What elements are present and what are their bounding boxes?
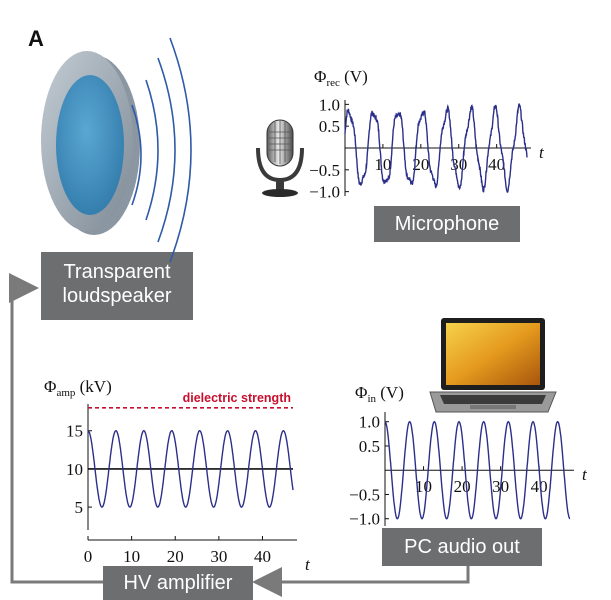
hv-amplifier-box: HV amplifier bbox=[103, 566, 253, 600]
x-axis-label: t bbox=[539, 143, 545, 162]
loudspeaker-box: Transparent loudspeaker bbox=[41, 252, 193, 320]
x-tick-label: 30 bbox=[210, 547, 227, 566]
y-tick-label: −0.5 bbox=[349, 485, 380, 504]
waveform-series bbox=[384, 420, 571, 520]
chart-amplified: Φamp (kV) t 15 10 5 0 10 20 30 40 dielectric stren… bbox=[44, 377, 311, 574]
x-tick-label: 20 bbox=[454, 477, 471, 496]
x-tick-label: 40 bbox=[254, 547, 271, 566]
hv-amplifier-label: HV amplifier bbox=[123, 572, 233, 594]
y-tick-label: 1.0 bbox=[359, 413, 380, 432]
pc-audio-out-box: PC audio out bbox=[382, 528, 542, 566]
loudspeaker-label-line2: loudspeaker bbox=[62, 285, 172, 307]
speaker-membrane-icon bbox=[41, 51, 140, 235]
sound-waves-icon bbox=[131, 37, 192, 263]
laptop-icon bbox=[429, 318, 557, 413]
microphone-icon bbox=[256, 119, 304, 197]
x-tick-label: 40 bbox=[488, 155, 505, 174]
y-tick-label: 15 bbox=[66, 422, 83, 441]
y-tick-label: 1.0 bbox=[319, 95, 340, 114]
x-tick-label: 40 bbox=[531, 477, 548, 496]
y-axis-label: Φin (V) bbox=[355, 383, 404, 405]
y-tick-label: 10 bbox=[66, 460, 83, 479]
panel-label: A bbox=[28, 26, 44, 51]
y-tick-label: −0.5 bbox=[309, 161, 340, 180]
x-tick-label: 10 bbox=[374, 155, 391, 174]
pc-audio-out-label: PC audio out bbox=[404, 536, 520, 558]
x-tick-label: 0 bbox=[84, 547, 93, 566]
waveform-series bbox=[344, 103, 528, 193]
x-tick-label: 10 bbox=[123, 547, 140, 566]
loudspeaker-label-line1: Transparent bbox=[63, 261, 171, 283]
microphone-box: Microphone bbox=[374, 206, 520, 242]
microphone-label: Microphone bbox=[394, 213, 500, 235]
y-tick-label: −1.0 bbox=[349, 510, 380, 529]
y-tick-label: 5 bbox=[75, 498, 84, 517]
y-axis-label: Φamp (kV) bbox=[44, 377, 112, 399]
signal-flow-arrow bbox=[9, 273, 470, 597]
x-axis-label: t bbox=[582, 465, 588, 484]
y-tick-label: 0.5 bbox=[359, 437, 380, 456]
x-axis-label: t bbox=[305, 555, 311, 574]
waveform-series bbox=[87, 429, 294, 508]
y-tick-label: 0.5 bbox=[319, 117, 340, 136]
y-axis-label: Φrec (V) bbox=[314, 67, 368, 89]
dielectric-strength-label: dielectric strength bbox=[183, 391, 291, 405]
x-tick-label: 20 bbox=[167, 547, 184, 566]
y-tick-label: −1.0 bbox=[309, 183, 340, 202]
x-tick-label: 20 bbox=[412, 155, 429, 174]
